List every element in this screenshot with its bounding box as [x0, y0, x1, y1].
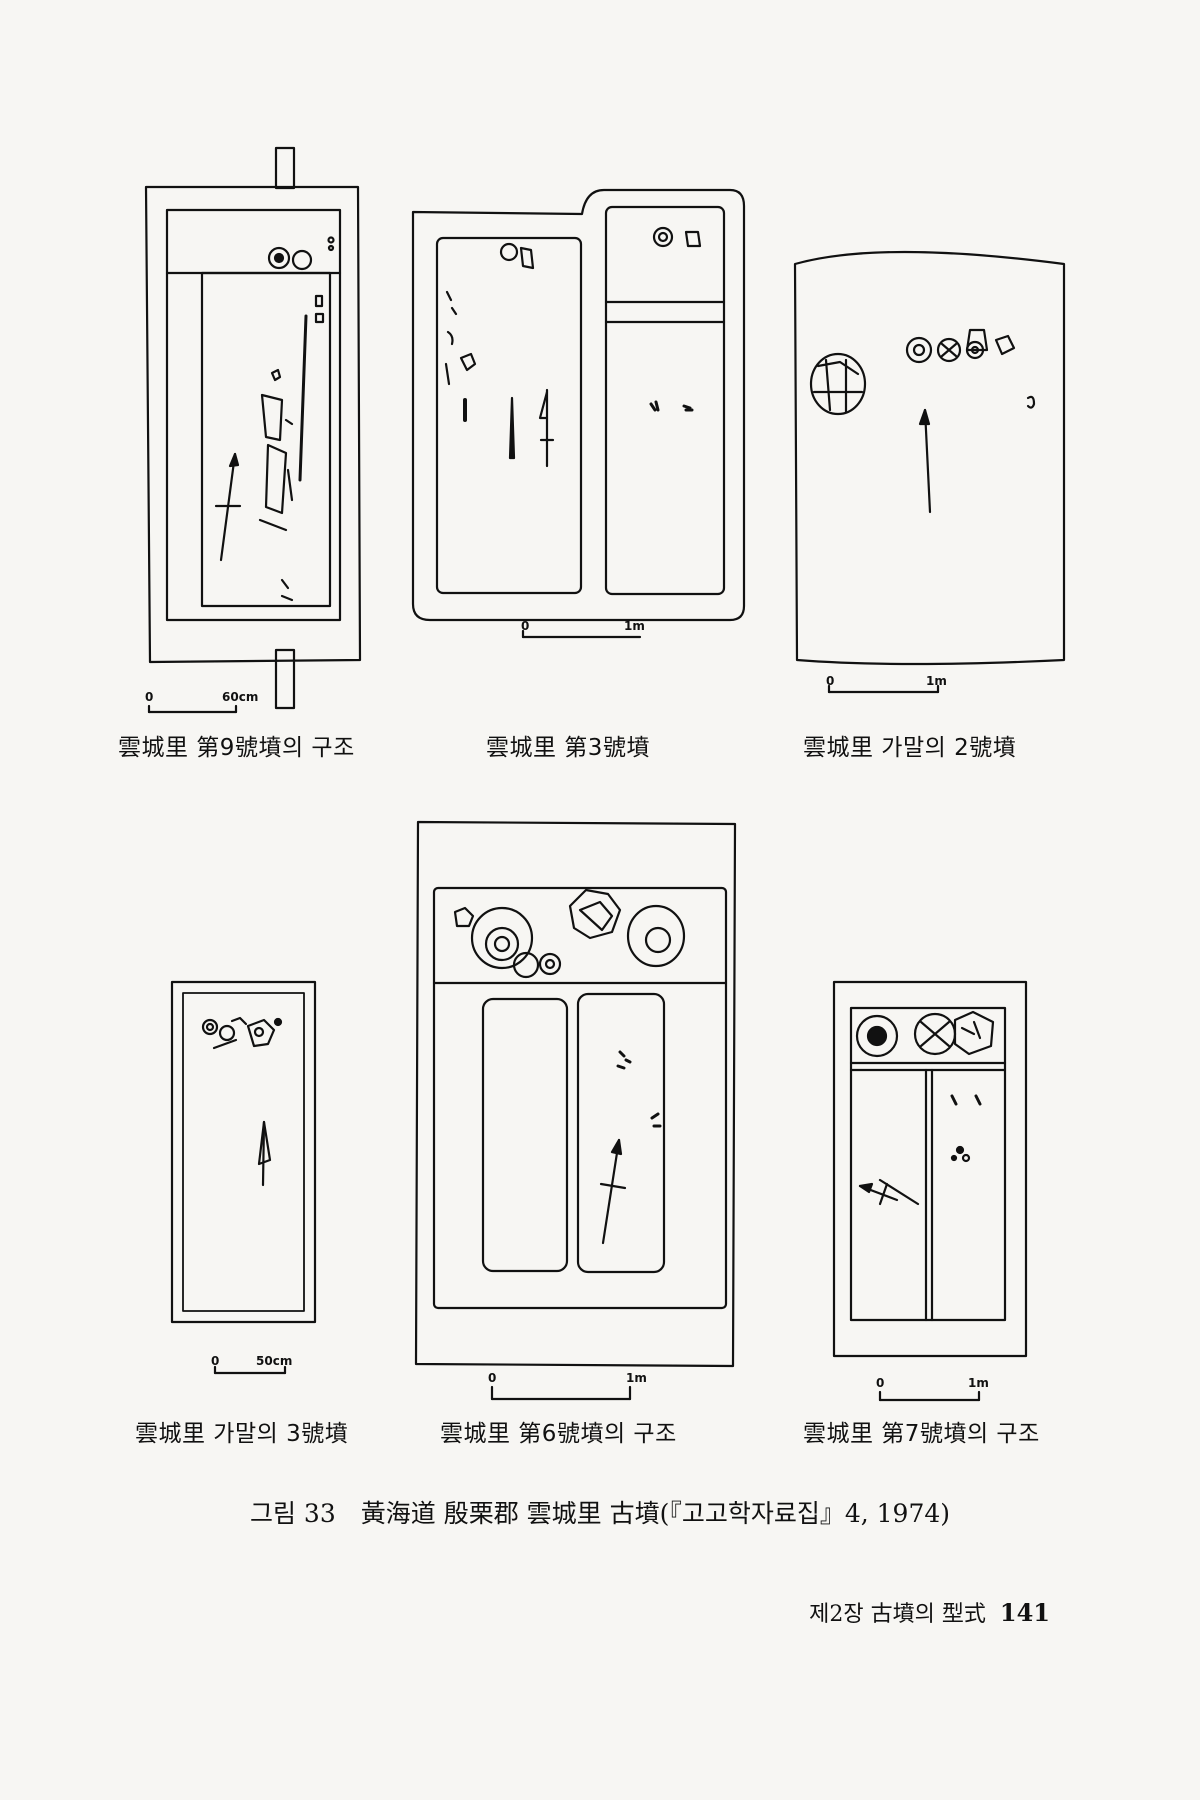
scale-zero-3: 0	[826, 674, 835, 688]
chapter-title: 제2장 古墳의 型式	[809, 1602, 986, 1627]
page-number: 141	[999, 1598, 1050, 1627]
scale-end-4: 50cm	[256, 1354, 293, 1368]
scale-end-5: 1m	[626, 1371, 647, 1385]
plan-tomb-9	[144, 146, 362, 714]
scale-zero-5: 0	[488, 1371, 497, 1385]
plan-tomb-7	[832, 980, 1028, 1402]
caption-gamal-2: 雲城里 가말의 2號墳	[803, 735, 1017, 761]
plan-tomb-6	[414, 820, 737, 1401]
scale-end-1: 60cm	[222, 690, 259, 704]
running-footer: 제2장 古墳의 型式 141	[809, 1596, 1050, 1628]
scale-zero-1: 0	[145, 690, 154, 704]
scale-zero-2: 0	[521, 619, 530, 633]
scale-end-2: 1m	[624, 619, 645, 633]
scale-zero-6: 0	[876, 1376, 885, 1390]
scale-zero-4: 0	[211, 1354, 220, 1368]
scale-end-3: 1m	[926, 674, 947, 688]
caption-tomb-7: 雲城里 第7號墳의 구조	[803, 1421, 1040, 1447]
figure-caption: 그림 33 黃海道 殷栗郡 雲城里 古墳(『고고학자료집』4, 1974)	[249, 1499, 951, 1528]
plan-gamal-3	[170, 980, 317, 1375]
scale-end-6: 1m	[968, 1376, 989, 1390]
plan-gamal-2	[793, 250, 1066, 694]
caption-gamal-3: 雲城里 가말의 3號墳	[135, 1421, 349, 1447]
caption-tomb-9: 雲城里 第9號墳의 구조	[118, 735, 355, 761]
caption-tomb-3: 雲城里 第3號墳	[486, 735, 650, 761]
plan-tomb-3	[411, 188, 746, 639]
caption-tomb-6: 雲城里 第6號墳의 구조	[440, 1421, 677, 1447]
